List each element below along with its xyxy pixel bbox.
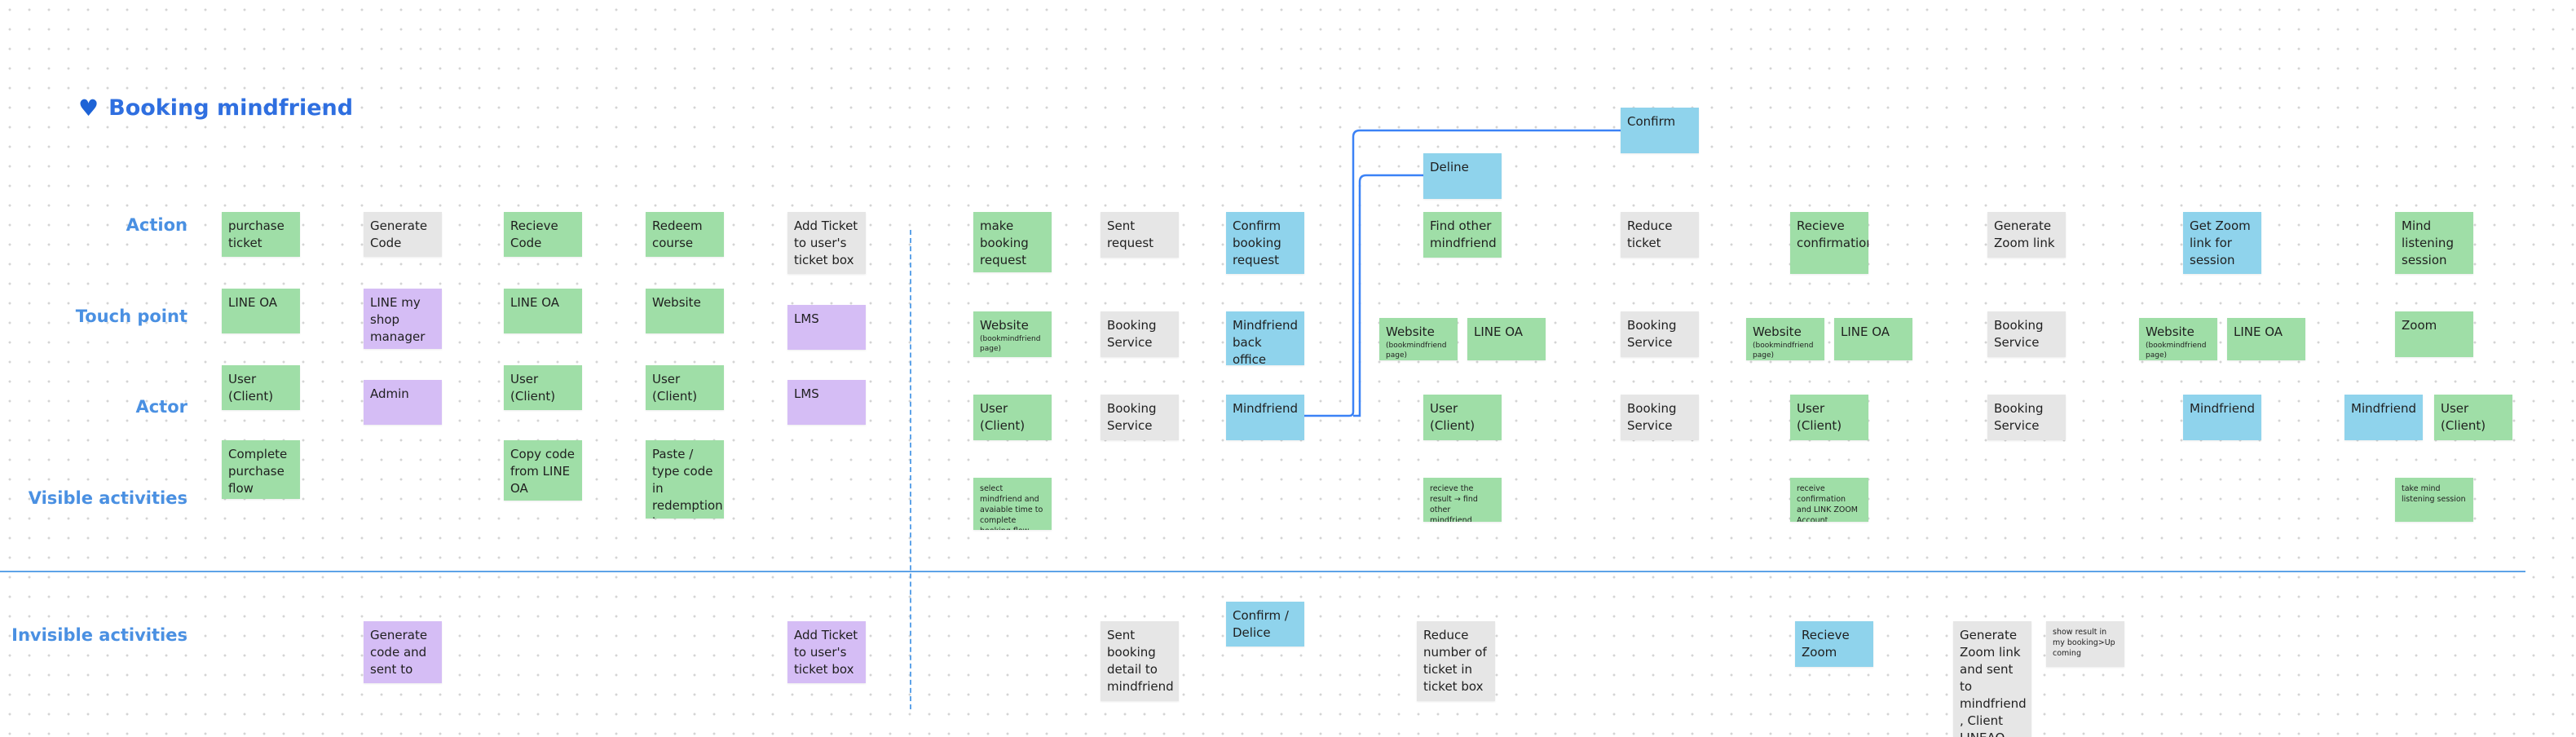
line-of-visibility bbox=[0, 571, 2525, 572]
sticky-note[interactable]: Deline bbox=[1423, 153, 1502, 199]
sticky-note[interactable]: LINE OA bbox=[2227, 318, 2305, 360]
sticky-note[interactable]: Website(bookmindfriend page) bbox=[973, 311, 1052, 357]
sticky-note[interactable]: Add Ticket to user's ticket box bbox=[787, 621, 866, 683]
sticky-note[interactable]: Confirm booking request bbox=[1226, 212, 1304, 274]
sticky-note[interactable]: Mindfriend bbox=[2344, 395, 2423, 440]
sticky-note[interactable]: Generate Zoom link and sent to mindfrien… bbox=[1953, 621, 2031, 737]
sticky-note[interactable]: Mindfriend back officewebsite bbox=[1226, 311, 1304, 365]
board-title-text: Booking mindfriend bbox=[108, 95, 354, 121]
sticky-note[interactable]: receive confirmation and LINK ZOOM Accou… bbox=[1790, 478, 1868, 522]
sticky-note[interactable]: Recieve confirmation bbox=[1790, 212, 1868, 274]
sticky-note[interactable]: Redeem course bbox=[646, 212, 724, 257]
sticky-note[interactable]: Mindfriend bbox=[1226, 395, 1304, 440]
sticky-note[interactable]: Paste / type code in redemption box bbox=[646, 440, 724, 519]
sticky-note[interactable]: User (Client) bbox=[1423, 395, 1502, 440]
sticky-note[interactable]: Generate Zoom link bbox=[1987, 212, 2066, 258]
sticky-note[interactable]: Website(bookmindfriend page) bbox=[1379, 318, 1458, 360]
sticky-note[interactable]: LMS bbox=[787, 380, 866, 425]
sticky-note[interactable]: Copy code from LINE OA bbox=[504, 440, 582, 501]
sticky-note[interactable]: Reduce number of ticket in ticket box bbox=[1417, 621, 1495, 701]
sticky-note[interactable]: Find other mindfriend bbox=[1423, 212, 1502, 258]
row-label-actor: Actor bbox=[135, 397, 187, 417]
sticky-note[interactable]: LINE OA bbox=[1834, 318, 1912, 360]
sticky-note[interactable]: Generate code and sent to user bbox=[364, 621, 442, 683]
sticky-note[interactable]: User (Client) bbox=[2434, 395, 2512, 440]
sticky-note[interactable]: Confirm bbox=[1621, 108, 1699, 153]
sticky-note[interactable]: Booking Service bbox=[1101, 395, 1179, 440]
sticky-note[interactable]: make booking request bbox=[973, 212, 1052, 272]
sticky-note[interactable]: Booking Service bbox=[1101, 311, 1179, 357]
sticky-note[interactable]: select mindfriend and avaiable time to c… bbox=[973, 478, 1052, 530]
sticky-note[interactable]: Mindfriend bbox=[2183, 395, 2261, 440]
sticky-note[interactable]: Booking Service bbox=[1987, 395, 2066, 440]
sticky-note[interactable]: Complete purchase flow bbox=[222, 440, 300, 499]
sticky-note[interactable]: Website(bookmindfriend page) bbox=[2139, 318, 2217, 360]
sticky-note[interactable]: LINE OA bbox=[504, 289, 582, 333]
sticky-note[interactable]: User (Client) bbox=[1790, 395, 1868, 440]
sticky-note[interactable]: Recieve Zoom bbox=[1795, 621, 1873, 667]
sticky-note[interactable]: User (Client) bbox=[973, 395, 1052, 440]
sticky-note[interactable]: LINE my shop manager bbox=[364, 289, 442, 349]
sticky-note[interactable]: Recieve Code bbox=[504, 212, 582, 257]
sticky-note[interactable]: Mind listening session bbox=[2395, 212, 2473, 274]
sticky-note[interactable]: Add Ticket to user's ticket box bbox=[787, 212, 866, 274]
sticky-note[interactable]: User (Client) bbox=[504, 365, 582, 410]
sticky-note[interactable]: Admin bbox=[364, 380, 442, 425]
sticky-note[interactable]: Sent request bbox=[1101, 212, 1179, 258]
sticky-note[interactable]: LINE OA bbox=[222, 289, 300, 333]
sticky-note[interactable]: recieve the result → find other mindfrie… bbox=[1423, 478, 1502, 522]
sticky-note[interactable]: User (Client) bbox=[222, 365, 300, 410]
sticky-note[interactable]: User (Client) bbox=[646, 365, 724, 410]
sticky-note[interactable]: take mind listening session bbox=[2395, 478, 2473, 522]
sticky-note[interactable]: LINE OA bbox=[1467, 318, 1546, 360]
sticky-note[interactable]: LMS bbox=[787, 305, 866, 350]
row-label-action: Action bbox=[126, 215, 187, 235]
sticky-note[interactable]: Booking Service bbox=[1621, 311, 1699, 357]
row-label-invisible-activities: Invisible activities bbox=[11, 625, 187, 645]
sticky-note[interactable]: Booking Service bbox=[1987, 311, 2066, 357]
board-title: ♥ Booking mindfriend bbox=[78, 91, 353, 124]
row-label-visible-activities: Visible activities bbox=[28, 488, 187, 508]
sticky-note[interactable]: Zoom bbox=[2395, 311, 2473, 357]
blue-heart-icon: ♥ bbox=[78, 94, 99, 121]
sticky-note[interactable]: purchase ticket bbox=[222, 212, 300, 257]
sticky-note[interactable]: Website bbox=[646, 289, 724, 333]
sticky-note[interactable]: Generate Code bbox=[364, 212, 442, 257]
sticky-note[interactable]: show result in my booking>Up coming bbox=[2046, 621, 2124, 667]
sticky-note[interactable]: Reduce ticket bbox=[1621, 212, 1699, 258]
phase-divider bbox=[910, 230, 911, 709]
sticky-note[interactable]: Confirm / Delice bbox=[1226, 602, 1304, 647]
sticky-note[interactable]: Sent booking detail to mindfriend bbox=[1101, 621, 1179, 701]
sticky-note[interactable]: Booking Service bbox=[1621, 395, 1699, 440]
row-label-touch-point: Touch point bbox=[75, 307, 187, 326]
connector-to-deline bbox=[1353, 174, 1423, 417]
sticky-note[interactable]: Website(bookmindfriend page) bbox=[1746, 318, 1824, 360]
sticky-note[interactable]: Get Zoom link for session bbox=[2183, 212, 2261, 274]
